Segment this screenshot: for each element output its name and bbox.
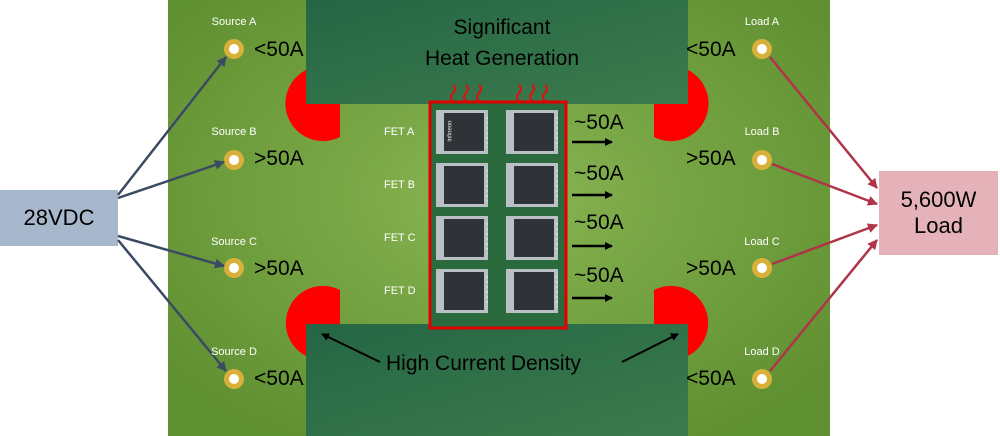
load-d-label: Load D [744, 346, 780, 358]
fet-d-current: ~50A [574, 264, 624, 287]
hotspot-bottom-right [654, 285, 709, 356]
load-box-text: 5,600W Load [879, 171, 998, 255]
load-d-current: <50A [686, 367, 736, 390]
chip-brand: infineon [447, 120, 454, 142]
supply-box [0, 190, 118, 246]
heat-generation-label: Significant Heat Generation [372, 12, 632, 74]
fet-b-current: ~50A [574, 162, 624, 185]
load-wires [769, 56, 878, 372]
source-wires [117, 56, 227, 372]
load-c-label: Load C [744, 236, 780, 248]
fet-b-label: FET B [384, 179, 415, 191]
fet-d-label: FET D [384, 285, 416, 297]
load-a-current: <50A [686, 38, 736, 61]
current-density-block [306, 324, 688, 436]
hotspot-top-left [285, 70, 340, 142]
load-c-current: >50A [686, 257, 736, 280]
density-arrows [321, 333, 679, 363]
load-box [879, 171, 998, 255]
source-a-label: Source A [211, 16, 257, 28]
load-b-current: >50A [686, 147, 736, 170]
source-c-label: Source C [211, 236, 257, 248]
load-power: 5,600W [900, 187, 977, 212]
source-a-current: <50A [254, 38, 304, 61]
load-b-label: Load B [744, 126, 780, 138]
source-b-current: >50A [254, 147, 304, 170]
terminals [224, 39, 772, 389]
source-d-label: Source D [211, 346, 257, 358]
hotspot-bottom-left [285, 285, 340, 356]
heat-label-line2: Heat Generation [424, 47, 580, 70]
source-d-current: <50A [254, 367, 304, 390]
fet-output-arrows [572, 138, 613, 302]
fet-a-current: ~50A [574, 111, 624, 134]
load-word: Load [914, 213, 963, 238]
heat-generation-block [306, 0, 688, 104]
hotspot-top-right [654, 70, 709, 142]
fet-a-label: FET A [384, 126, 415, 138]
heat-waves [450, 84, 548, 102]
fet-c-current: ~50A [574, 211, 624, 234]
fet-c-label: FET C [384, 232, 416, 244]
density-label: High Current Density [386, 352, 581, 375]
load-a-label: Load A [744, 16, 780, 28]
source-b-label: Source B [211, 126, 257, 138]
source-c-current: >50A [254, 257, 304, 280]
heat-label-line1: Significant [453, 16, 551, 39]
supply-label: 28VDC [23, 205, 95, 230]
fet-chips [436, 110, 558, 313]
